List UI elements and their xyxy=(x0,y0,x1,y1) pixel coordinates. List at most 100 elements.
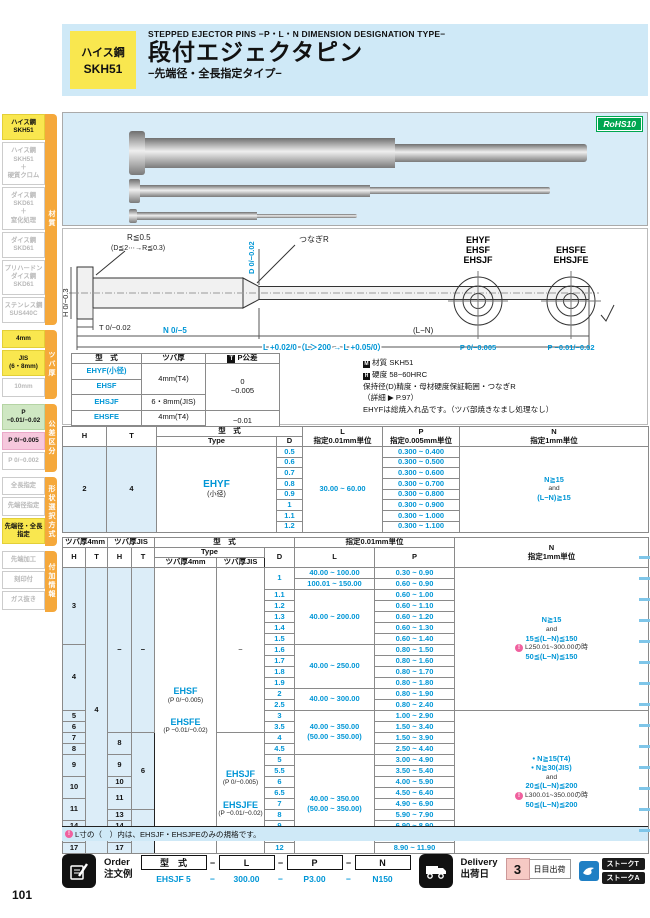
table-cell: EHSF(P 0/−0.005)EHSFE(P −0.01/−0.02) xyxy=(154,567,217,854)
ship-days-label: 日目出荷 xyxy=(529,859,571,879)
table-cell: 10 xyxy=(62,776,86,799)
cell-line: N≧15 xyxy=(541,615,562,625)
sidebar-section-tab: 公差区分 xyxy=(45,403,57,473)
table-cell: ツバ厚4mm xyxy=(62,537,108,548)
table-cell: 4mm(T4) xyxy=(141,409,206,426)
sidebar-section: 先端加工刻印付ガス抜き付加情報 xyxy=(2,550,58,612)
table-cell: D xyxy=(276,436,303,447)
table-cell: 1.7 xyxy=(264,655,295,667)
sidebar-item: ハイス鋼 SKH51 xyxy=(2,114,45,141)
table-cell: 3 xyxy=(264,710,295,722)
sidebar-item: ダイス鋼 SKD61 ＋ 窒化処理 xyxy=(2,187,45,230)
table-cell: 2.5 xyxy=(264,699,295,711)
table-cell: 0.300 ~ 1.000 xyxy=(382,510,460,522)
cell-line: • N≧15(T4) xyxy=(532,753,571,763)
table-cell: EHSJF xyxy=(71,394,142,411)
table-cell: 6・8mm(JIS) xyxy=(141,394,206,411)
example-dash: − xyxy=(278,874,283,884)
alert-icon: ! xyxy=(65,830,73,838)
table-cell: 1.1 xyxy=(276,510,303,522)
cell-line: (小径) xyxy=(207,490,226,498)
accuracy-note: 保持径(D)精度・母材硬度保証範囲・つなぎR xyxy=(363,381,516,391)
table-cell: 0.80 ~ 1.90 xyxy=(374,688,455,700)
p-tolerance-label: P −0.01/−0.02 xyxy=(548,343,595,352)
cell-line: and xyxy=(545,773,558,781)
table-cell: 型 式 xyxy=(156,426,303,437)
table-cell: 3.5 xyxy=(264,721,295,733)
table-cell: 0.60 ~ 1.00 xyxy=(374,589,455,601)
table-cell: 3.00 ~ 4.90 xyxy=(374,754,455,766)
sidebar-item: P −0.01/−0.02 xyxy=(2,403,45,430)
cell-line: 15≦(L−N)≦150 xyxy=(525,633,578,643)
product-photo-panel: RoHS10 xyxy=(62,112,648,226)
model-label: EHSJFE xyxy=(553,255,588,265)
table-cell: 4.50 ~ 6.40 xyxy=(374,787,455,799)
sidebar-item: ハイス鋼 SKH51 ＋ 硬質クロム xyxy=(2,142,45,186)
cell-line: 50≦(L−N)≦200 xyxy=(525,799,578,809)
cell-line: (50.00 ~ 350.00) xyxy=(307,732,362,741)
table-cell: 4mm(T4) xyxy=(141,363,206,395)
table-cell: 8 xyxy=(62,743,86,755)
table-cell: 4.90 ~ 6.90 xyxy=(374,798,455,810)
table-cell: 17 xyxy=(62,842,86,854)
table-cell: 6 xyxy=(264,776,295,788)
sidebar-item: 先端径指定 xyxy=(2,497,45,516)
table-cell: 0.80 ~ 2.40 xyxy=(374,699,455,711)
page-subtitle: −先端径・全長指定タイプ− xyxy=(148,68,282,81)
table-cell: 0.300 ~ 0.500 xyxy=(382,456,460,469)
table-cell: 40.00 ~ 200.00 xyxy=(294,589,375,645)
example-type: EHSJF 5 xyxy=(156,874,191,884)
table-cell: 1.4 xyxy=(264,622,295,634)
table-cell: 11 xyxy=(62,798,86,821)
r-limit-note: (D≦2⋯→R≦0.3) xyxy=(111,245,165,252)
table-cell: − xyxy=(216,567,265,733)
table-cell: L 指定0.01mm単位 xyxy=(302,426,383,447)
table-cell: ツバ厚 xyxy=(141,353,206,364)
table-cell: 1 xyxy=(276,499,303,512)
example-l: 300.00 xyxy=(233,874,260,884)
table-cell: 指定0.01mm単位 xyxy=(294,537,455,548)
sidebar-item: ダイス鋼 SKD61 xyxy=(2,231,45,259)
pin-drawing: R≦0.5 (D≦2⋯→R≦0.3) つなぎR D 0/−0.02 H 0/−0… xyxy=(61,233,615,354)
table-footnote: ! L寸の（ ）内は、EHSJF・EHSJFEのみの規格です。 xyxy=(62,826,648,841)
table-cell: 0.60 ~ 1.10 xyxy=(374,600,455,612)
table-cell: N 指定1mm単位 xyxy=(454,537,649,568)
table-cell: 型 式 xyxy=(154,537,295,548)
table-cell: 0.60 ~ 1.20 xyxy=(374,611,455,623)
table-cell: 100.01 ~ 150.00 xyxy=(294,578,375,590)
table-cell: 12 xyxy=(264,842,295,854)
table-cell: 0.60 ~ 1.30 xyxy=(374,622,455,634)
footnote-text: L寸の（ ）内は、EHSJF・EHSJFEのみの規格です。 xyxy=(75,829,261,839)
material-badge-line2: SKH51 xyxy=(83,62,123,76)
material-badge: ハイス鋼 SKH51 xyxy=(70,31,136,89)
table-cell: 1.50 ~ 3.90 xyxy=(374,732,455,744)
table-cell: 0.300 ~ 0.900 xyxy=(382,499,460,512)
table-cell: 1.5 xyxy=(264,633,295,645)
tolerance-icon: T xyxy=(227,355,236,363)
cell-line: EHSF xyxy=(173,686,198,697)
table-cell: D xyxy=(264,547,295,568)
model-label: EHSFE xyxy=(556,245,586,255)
table-cell: 5 xyxy=(62,710,86,722)
end-view-e-type: EHSFE EHSJFE P −0.01/−0.02 xyxy=(541,245,601,352)
cell-line: (P 0/−0.005) xyxy=(222,779,259,787)
table-cell: ツバ厚4mm xyxy=(154,557,217,568)
table-cell: 0.6 xyxy=(276,456,303,469)
table-cell: 7 xyxy=(264,798,295,810)
cell-line: (L−N)≧15 xyxy=(537,493,571,503)
table-cell: H xyxy=(62,426,107,447)
stork-service: ストークT ストークA xyxy=(578,854,645,884)
header-band: ハイス鋼 SKH51 STEPPED EJECTOR PINS −P・L・N D… xyxy=(62,24,648,96)
table-cell: − xyxy=(107,567,132,733)
table-cell: 0.9 xyxy=(276,488,303,501)
bullet-square-icon: M xyxy=(363,361,370,368)
table-cell: H xyxy=(62,547,86,568)
page-edge-index-marks xyxy=(639,556,650,844)
